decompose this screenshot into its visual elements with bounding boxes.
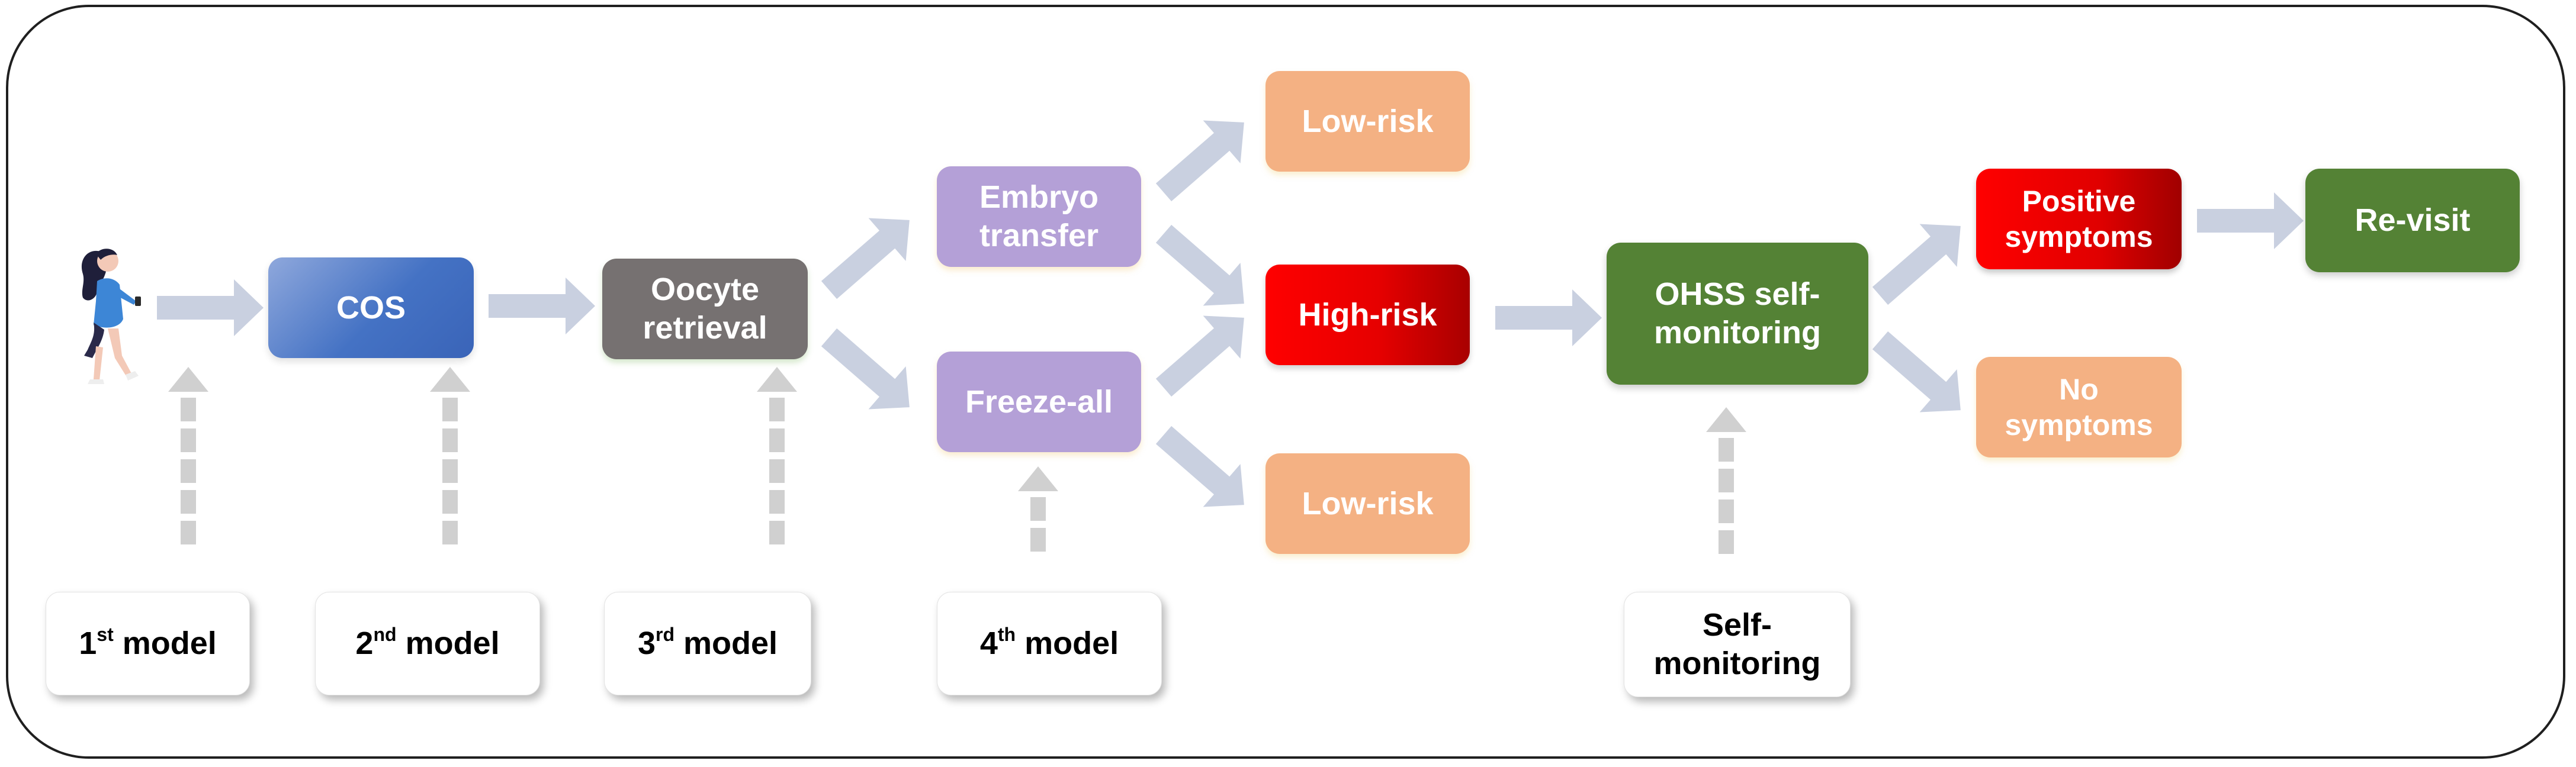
ohss-self-monitoring-box: OHSS self- monitoring: [1607, 243, 1868, 385]
ohss-self-monitoring-label: OHSS self- monitoring: [1654, 276, 1821, 350]
model-box-2: 2nd model: [315, 592, 540, 695]
low-risk-top-label: Low-risk: [1302, 103, 1434, 139]
model-box-1: 1st model: [46, 592, 250, 695]
self-monitoring-label: Self- monitoring: [1653, 607, 1821, 681]
arrow-flow-to-high: [1495, 289, 1602, 346]
model-2-text: 2nd model: [355, 624, 500, 662]
oocyte-retrieval-box: Oocyte retrieval: [602, 259, 808, 359]
low-risk-bottom-box: Low-risk: [1265, 453, 1470, 554]
positive-symptoms-box: Positive symptoms: [1976, 169, 2182, 269]
arrow-oocyte-to-freeze: [821, 328, 910, 410]
arrow-embryo-to-lowrisk: [1155, 120, 1244, 202]
high-risk-label: High-risk: [1298, 297, 1437, 333]
arrow-embryo-to-highrisk: [1155, 224, 1244, 306]
embryo-transfer-label: Embryo transfer: [979, 179, 1099, 253]
cos-box: COS: [268, 257, 474, 358]
model-3-text: 3rd model: [637, 624, 778, 662]
no-symptoms-box: No symptoms: [1976, 357, 2182, 457]
high-risk-box: High-risk: [1265, 265, 1470, 365]
arrow-cos-to-oocyte: [489, 278, 595, 334]
model-1-text: 1st model: [79, 624, 217, 662]
dashed-arrow-model-4: [1018, 466, 1058, 552]
diagram-frame: [6, 5, 2565, 759]
arrow-freeze-to-lowrisk: [1155, 426, 1244, 507]
model-box-3: 3rd model: [604, 592, 811, 695]
revisit-label: Re-visit: [2355, 202, 2471, 239]
model-box-4: 4th model: [937, 592, 1162, 695]
arrow-positive-to-revisit: [2197, 192, 2304, 249]
no-symptoms-label: No symptoms: [2005, 373, 2153, 441]
cos-label: COS: [336, 289, 406, 326]
person-walking-icon: [81, 249, 141, 384]
freeze-all-box: Freeze-all: [937, 352, 1141, 452]
dashed-arrow-model-2: [430, 367, 470, 544]
low-risk-top-box: Low-risk: [1265, 71, 1470, 172]
arrow-person-to-cos: [157, 279, 264, 336]
revisit-box: Re-visit: [2305, 169, 2520, 272]
freeze-all-label: Freeze-all: [965, 384, 1113, 420]
dashed-arrow-model-1: [168, 367, 208, 544]
low-risk-bottom-label: Low-risk: [1302, 485, 1434, 521]
model-4-text: 4th model: [979, 624, 1119, 662]
positive-symptoms-label: Positive symptoms: [2005, 185, 2153, 253]
arrow-oocyte-to-embryo: [821, 218, 910, 299]
dashed-arrow-self-monitoring: [1706, 407, 1746, 554]
arrow-ohss-to-nosymptoms: [1872, 331, 1961, 412]
self-monitoring-box: Self- monitoring: [1624, 592, 1851, 697]
oocyte-retrieval-label: Oocyte retrieval: [643, 272, 767, 346]
embryo-transfer-box: Embryo transfer: [937, 166, 1141, 267]
dashed-arrow-model-3: [757, 367, 797, 544]
arrow-freeze-to-highrisk: [1155, 315, 1244, 397]
arrow-ohss-to-positive: [1872, 224, 1961, 305]
